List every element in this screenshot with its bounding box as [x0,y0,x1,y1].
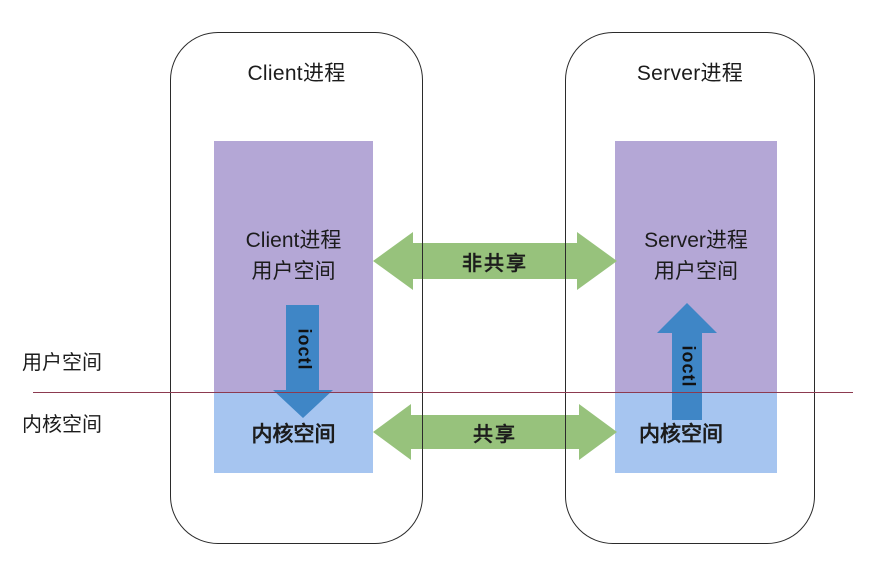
shared-arrow: 共享 [373,404,617,460]
server-kernel-space-box: 内核空间 [615,393,777,473]
non-shared-label: 非共享 [462,252,528,275]
non-shared-arrow: 非共享 [373,232,617,290]
shared-label: 共享 [473,423,517,446]
client-process-container: Client进程 [170,32,423,544]
client-process-title: Client进程 [247,62,346,85]
server-user-space-label-line1: Server进程 [644,229,748,252]
ioctl-up-arrow-icon [657,303,717,420]
user-space-side-label: 用户空间 [22,352,102,374]
server-process-title: Server进程 [636,62,744,85]
double-arrow-icon [373,404,617,460]
server-kernel-space-label: 内核空间 [639,423,723,446]
client-user-space-label-line1: Client进程 [245,229,342,252]
client-kernel-space-label: 内核空间 [251,423,336,446]
user-kernel-boundary-line [33,392,853,393]
server-user-space-label-line2: 用户空间 [654,260,738,283]
kernel-space-side-label: 内核空间 [22,414,102,436]
server-user-space-box: Server进程 用户空间 [615,141,777,393]
ioctl-down-arrow-icon [273,305,333,418]
client-user-space-label-line2: 用户空间 [251,260,336,283]
double-arrow-icon [373,232,617,290]
server-process-container: Server进程 [565,32,815,544]
